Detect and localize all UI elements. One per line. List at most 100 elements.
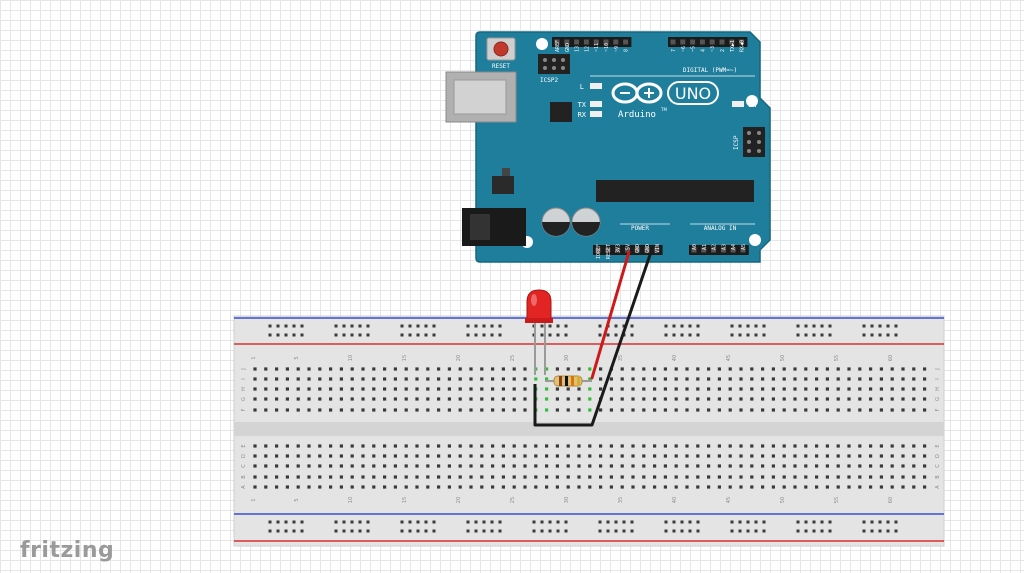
- breadboard-hole[interactable]: [264, 485, 268, 489]
- breadboard-hole[interactable]: [588, 367, 592, 371]
- breadboard-hole[interactable]: [620, 464, 624, 468]
- breadboard-hole[interactable]: [372, 485, 376, 489]
- rail-hole[interactable]: [292, 333, 296, 337]
- rail-hole[interactable]: [564, 333, 568, 337]
- breadboard-hole[interactable]: [663, 367, 667, 371]
- rail-hole[interactable]: [482, 529, 486, 533]
- breadboard-hole[interactable]: [782, 475, 786, 479]
- header-pin[interactable]: [739, 39, 745, 45]
- breadboard-hole[interactable]: [383, 485, 387, 489]
- breadboard-hole[interactable]: [339, 387, 343, 391]
- breadboard-hole[interactable]: [642, 387, 646, 391]
- breadboard-hole[interactable]: [685, 464, 689, 468]
- rail-hole[interactable]: [268, 529, 272, 533]
- breadboard-hole[interactable]: [663, 464, 667, 468]
- breadboard-hole[interactable]: [372, 408, 376, 412]
- breadboard-hole[interactable]: [437, 454, 441, 458]
- breadboard-hole[interactable]: [696, 454, 700, 458]
- breadboard-hole[interactable]: [534, 464, 538, 468]
- breadboard-hole[interactable]: [491, 454, 495, 458]
- breadboard-hole[interactable]: [577, 475, 581, 479]
- breadboard-hole[interactable]: [923, 367, 927, 371]
- breadboard-hole[interactable]: [750, 367, 754, 371]
- breadboard-hole[interactable]: [728, 485, 732, 489]
- breadboard-hole[interactable]: [383, 397, 387, 401]
- breadboard-hole[interactable]: [912, 397, 916, 401]
- rail-hole[interactable]: [862, 520, 866, 524]
- rail-hole[interactable]: [292, 529, 296, 533]
- breadboard-hole[interactable]: [307, 444, 311, 448]
- rail-hole[interactable]: [408, 333, 412, 337]
- breadboard-hole[interactable]: [663, 387, 667, 391]
- rail-hole[interactable]: [622, 520, 626, 524]
- rail-hole[interactable]: [762, 333, 766, 337]
- breadboard-hole[interactable]: [555, 387, 559, 391]
- breadboard-hole[interactable]: [836, 377, 840, 381]
- breadboard-hole[interactable]: [491, 387, 495, 391]
- breadboard-hole[interactable]: [890, 408, 894, 412]
- rail-hole[interactable]: [878, 324, 882, 328]
- breadboard-hole[interactable]: [815, 475, 819, 479]
- header-pin[interactable]: [644, 247, 650, 253]
- header-pin[interactable]: [654, 247, 660, 253]
- breadboard-hole[interactable]: [599, 408, 603, 412]
- breadboard-hole[interactable]: [275, 377, 279, 381]
- breadboard-hole[interactable]: [307, 464, 311, 468]
- rail-hole[interactable]: [474, 520, 478, 524]
- rail-hole[interactable]: [540, 324, 544, 328]
- rail-hole[interactable]: [730, 520, 734, 524]
- breadboard-hole[interactable]: [890, 454, 894, 458]
- header-pin[interactable]: [680, 39, 686, 45]
- rail-hole[interactable]: [828, 333, 832, 337]
- breadboard-hole[interactable]: [847, 485, 851, 489]
- breadboard-hole[interactable]: [577, 397, 581, 401]
- breadboard-hole[interactable]: [447, 367, 451, 371]
- rail-hole[interactable]: [746, 529, 750, 533]
- breadboard-hole[interactable]: [275, 485, 279, 489]
- breadboard-hole[interactable]: [426, 485, 430, 489]
- breadboard-hole[interactable]: [685, 377, 689, 381]
- breadboard-hole[interactable]: [782, 387, 786, 391]
- breadboard-hole[interactable]: [771, 485, 775, 489]
- breadboard-hole[interactable]: [523, 444, 527, 448]
- breadboard-hole[interactable]: [361, 367, 365, 371]
- breadboard-hole[interactable]: [804, 408, 808, 412]
- breadboard-hole[interactable]: [393, 454, 397, 458]
- breadboard-hole[interactable]: [372, 377, 376, 381]
- breadboard-hole[interactable]: [804, 464, 808, 468]
- rail-hole[interactable]: [474, 529, 478, 533]
- rail-hole[interactable]: [730, 324, 734, 328]
- breadboard-hole[interactable]: [458, 408, 462, 412]
- breadboard-hole[interactable]: [869, 408, 873, 412]
- rail-hole[interactable]: [812, 324, 816, 328]
- breadboard-hole[interactable]: [383, 454, 387, 458]
- breadboard-hole[interactable]: [642, 485, 646, 489]
- breadboard-hole[interactable]: [642, 367, 646, 371]
- rail-hole[interactable]: [564, 529, 568, 533]
- breadboard-hole[interactable]: [761, 464, 765, 468]
- breadboard-hole[interactable]: [329, 485, 333, 489]
- breadboard-hole[interactable]: [437, 408, 441, 412]
- breadboard-hole[interactable]: [620, 377, 624, 381]
- rail-hole[interactable]: [598, 529, 602, 533]
- breadboard-hole[interactable]: [717, 464, 721, 468]
- breadboard-hole[interactable]: [523, 377, 527, 381]
- breadboard-hole[interactable]: [890, 475, 894, 479]
- wire-5v[interactable]: [590, 250, 631, 380]
- rail-hole[interactable]: [466, 324, 470, 328]
- breadboard-hole[interactable]: [858, 475, 862, 479]
- breadboard-hole[interactable]: [393, 367, 397, 371]
- rail-hole[interactable]: [672, 529, 676, 533]
- breadboard-hole[interactable]: [555, 408, 559, 412]
- header-pin[interactable]: [593, 39, 599, 45]
- rail-hole[interactable]: [738, 520, 742, 524]
- breadboard-hole[interactable]: [285, 377, 289, 381]
- rail-hole[interactable]: [532, 520, 536, 524]
- breadboard-hole[interactable]: [415, 408, 419, 412]
- breadboard-hole[interactable]: [879, 387, 883, 391]
- breadboard-hole[interactable]: [847, 444, 851, 448]
- rail-hole[interactable]: [630, 529, 634, 533]
- breadboard-hole[interactable]: [383, 444, 387, 448]
- header-pin[interactable]: [613, 39, 619, 45]
- breadboard-hole[interactable]: [318, 444, 322, 448]
